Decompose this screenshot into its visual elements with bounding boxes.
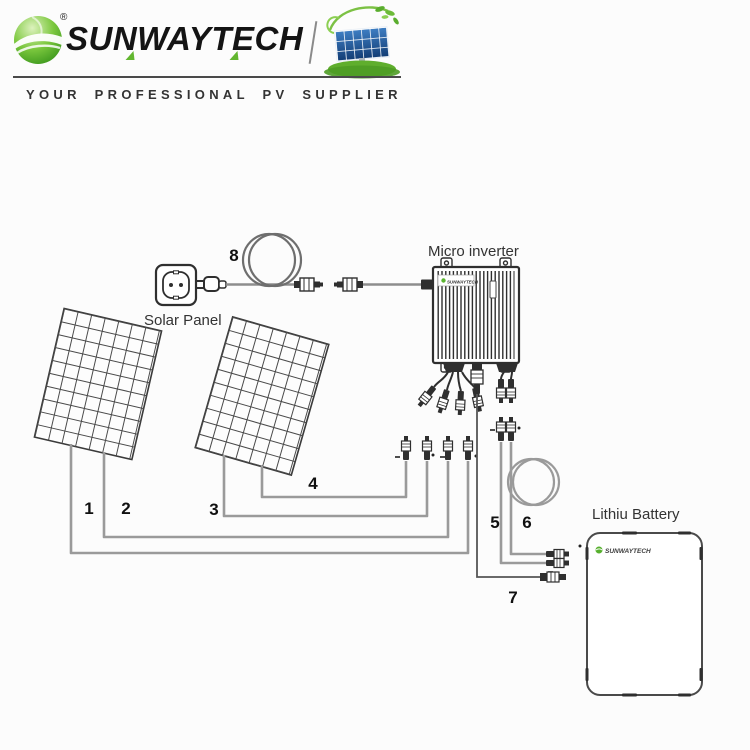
cable-coil-6 [506,457,561,507]
callout-1: 1 [84,499,94,518]
callout-6: 6 [522,513,532,532]
wire-3 [222,455,429,518]
mc4-connector-icon [545,557,570,569]
callout-5: 5 [490,513,500,532]
solar-panel-left [33,307,163,461]
inverter-device-label: SUNWAYTECH [447,280,479,285]
registered-mark: ® [60,12,68,23]
callout-4: 4 [308,474,318,493]
label-solar-panel: Solar Panel [144,312,222,329]
mc4-connector-icon [495,378,507,404]
mc4-connector-icon [505,416,517,442]
lithium-battery: SUNWAYTECH [585,531,703,697]
mc4-connector-icon [400,435,412,461]
trunk-cable [433,371,449,388]
ac-plug-icon [197,276,227,292]
label-micro-inverter: Micro inverter [428,243,519,260]
solar-panel-clipart [324,6,400,79]
trunk-cable [500,371,505,380]
trunk-cable [461,371,476,389]
mc4-connector-icon [462,435,474,461]
solar-panel-right [194,315,330,477]
trunk-cable [446,371,454,391]
barrel-connector-icon [540,571,566,583]
wire-6 [509,442,546,556]
polarity-plus [517,426,521,430]
ac-connector-pair [294,277,363,292]
brand-globe-logo-icon [14,16,62,64]
callout-3: 3 [209,500,219,519]
micro-inverter: SUNWAYTECH [421,257,521,394]
brand-tagline: YOUR PROFESSIONAL PV SUPPLIER [26,87,402,102]
mc4-connector-icon [505,378,517,404]
callout-2: 2 [121,499,131,518]
mc4-connector-icon [434,388,452,415]
mc4-connector-icon [454,390,467,416]
wire-5 [499,442,546,565]
label-lithium-battery: Lithiu Battery [592,506,680,523]
brand-name: SUNWAYTECH [66,20,304,57]
polarity-plus [578,544,582,548]
battery-device-label: SUNWAYTECH [605,548,651,555]
trunk-cable [457,371,462,392]
callout-8: 8 [229,246,239,265]
wire-4 [260,461,408,499]
inverter-ac-inlet [421,279,433,290]
callout-7: 7 [508,588,518,607]
mc4-connector-icon [545,548,570,560]
wire-2 [102,452,450,539]
mc4-connector-icon [421,435,433,461]
trunk-cable [510,371,513,380]
cable-coil-8 [241,232,303,288]
polarity-plus [431,453,435,457]
wall-socket-icon [154,263,198,307]
wire-7 [476,394,540,578]
mc4-connector-icon [495,416,507,442]
mc4-connector-icon [415,383,439,410]
header-rule [13,76,401,78]
wire-1 [69,444,470,555]
